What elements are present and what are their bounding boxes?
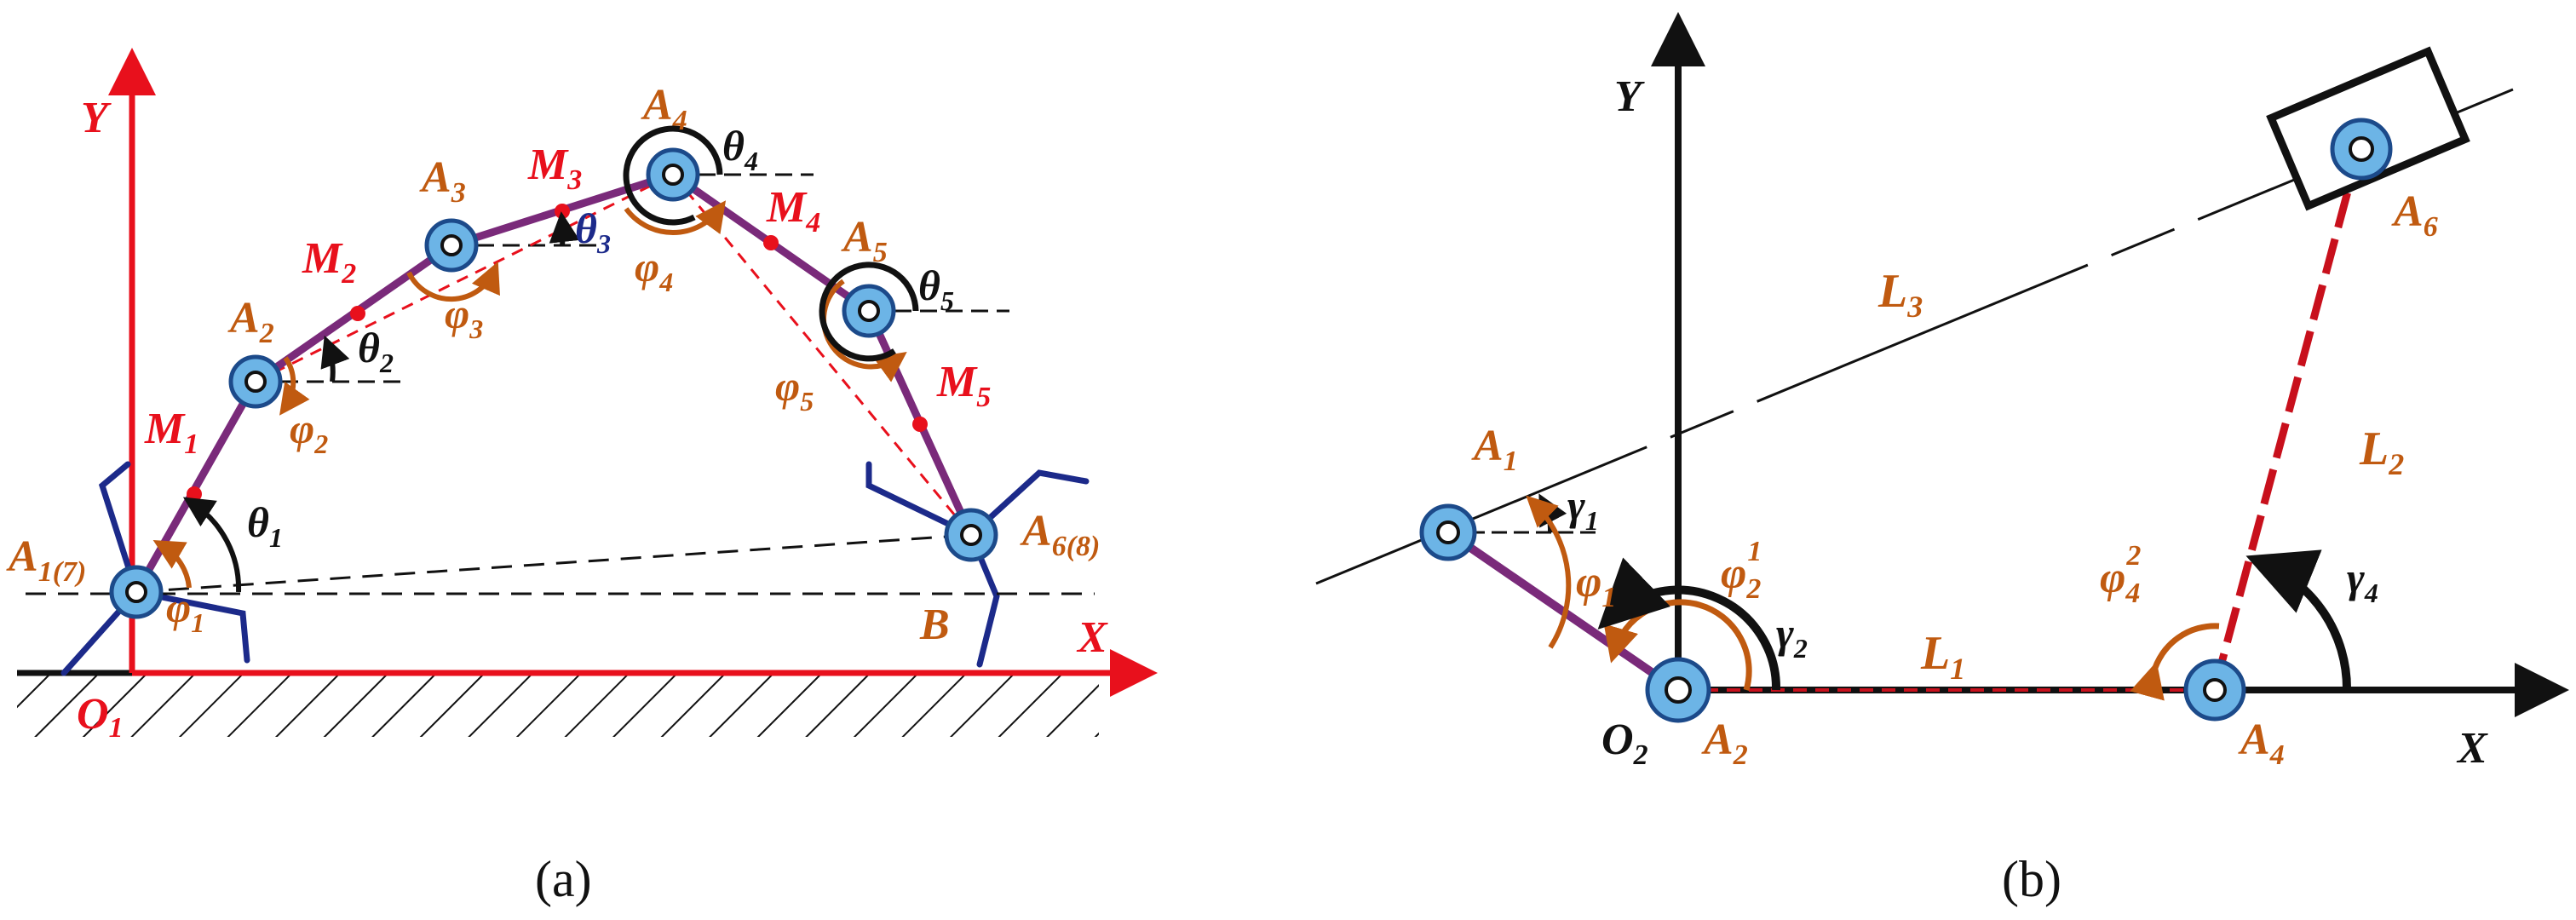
ground-hatch-icon: [17, 676, 1099, 737]
svg-text:φ21: φ21: [1721, 536, 1762, 605]
midpoint-labels-a: M1 M2 M3 M4 M5: [144, 141, 991, 460]
joint-a6: [944, 508, 998, 562]
svg-text:A4: A4: [2238, 716, 2285, 771]
svg-text:A2: A2: [1701, 716, 1748, 771]
svg-text:M2: M2: [302, 234, 356, 290]
gamma-labels-b: γ1 γ2 γ4: [1567, 481, 2378, 664]
y-axis-label-b: Y: [1614, 72, 1645, 121]
svg-text:L2: L2: [2359, 423, 2404, 481]
svg-text:A1(7): A1(7): [6, 532, 86, 588]
joint-labels-a: A1(7) A2 A3 A4 A5 A6(8): [6, 81, 1100, 588]
point-b-label: B: [919, 601, 950, 649]
theta-labels-a: θ1 θ2 θ3 θ4 θ5: [247, 122, 954, 553]
joint-a4: [646, 147, 700, 202]
left-leg: [60, 461, 250, 676]
svg-text:L3: L3: [1877, 265, 1923, 324]
svg-text:φ1: φ1: [166, 584, 204, 638]
svg-text:φ2: φ2: [290, 405, 328, 459]
right-leg: [865, 461, 1090, 668]
svg-text:A6: A6: [2391, 187, 2438, 243]
joint-icon: [1419, 118, 2393, 723]
length-labels-b: L1 L2 L3: [1877, 265, 2404, 686]
joint-icon: [109, 147, 998, 619]
svg-text:A4: A4: [641, 81, 687, 136]
theta-arcs-a: [182, 125, 919, 593]
joint-b-a4: [2183, 658, 2246, 722]
svg-text:A6(8): A6(8): [1020, 507, 1100, 562]
svg-text:θ3: θ3: [575, 204, 611, 259]
svg-text:γ2: γ2: [1776, 609, 1808, 664]
joint-a1: [109, 565, 164, 619]
svg-text:L1: L1: [1920, 627, 1965, 686]
svg-text:A2: A2: [227, 294, 274, 349]
svg-text:φ3: φ3: [445, 290, 483, 344]
joint-a3: [424, 218, 479, 273]
svg-text:φ5: φ5: [775, 362, 814, 417]
panel-a: Y X O1 B A1(7) A2 A3 A4 A5 A6(8) M1 M2 M…: [6, 48, 1158, 907]
svg-text:A5: A5: [841, 213, 888, 268]
svg-text:θ4: θ4: [722, 122, 758, 176]
svg-text:A1: A1: [1471, 422, 1518, 477]
x-axis-label-b: X: [2456, 724, 2488, 773]
joint-b-a2: [1645, 657, 1711, 723]
svg-text:φ1: φ1: [1576, 558, 1616, 613]
panel-b: Y X O2 A1 A2 A4 A6 L1 L2 L3 γ1 γ2 γ4 φ1 …: [1315, 12, 2569, 907]
joint-b-a1: [1419, 503, 1477, 561]
joint-b-a6: [2330, 118, 2393, 181]
joint-a5: [842, 284, 896, 338]
y-axis-label-a: Y: [81, 94, 112, 142]
svg-text:γ1: γ1: [1567, 481, 1599, 536]
svg-text:φ4: φ4: [635, 243, 673, 297]
origin-label-a: O1: [77, 690, 124, 744]
angle-arcs-b: [1526, 493, 2352, 701]
svg-text:M5: M5: [936, 358, 991, 413]
svg-text:θ2: θ2: [358, 324, 394, 378]
chord-lines: [135, 173, 973, 593]
svg-text:γ4: γ4: [2347, 554, 2378, 608]
svg-text:θ5: θ5: [918, 262, 954, 316]
link-a1-a2: [1446, 528, 1674, 690]
caption-b: (b): [2002, 851, 2061, 907]
phi-labels-b: φ1 φ21 φ42: [1576, 536, 2141, 613]
phi-labels-a: φ1 φ2 φ3 φ4 φ5: [166, 243, 814, 638]
x-axis-label-a: X: [1076, 613, 1108, 662]
a1-a6-dashed: [135, 533, 972, 594]
joint-a2: [228, 354, 283, 409]
joint-labels-b: A1 A2 A4 A6: [1471, 187, 2438, 771]
svg-text:θ1: θ1: [247, 498, 283, 553]
phi-arcs-a: [152, 200, 907, 589]
caption-a: (a): [535, 851, 592, 907]
origin-label-b: O2: [1601, 716, 1648, 771]
svg-text:M1: M1: [144, 405, 198, 460]
svg-text:M3: M3: [527, 141, 582, 196]
l2-dashed: [2211, 152, 2362, 690]
svg-text:φ42: φ42: [2100, 540, 2141, 609]
svg-text:A3: A3: [419, 153, 466, 209]
svg-text:M4: M4: [766, 183, 820, 239]
